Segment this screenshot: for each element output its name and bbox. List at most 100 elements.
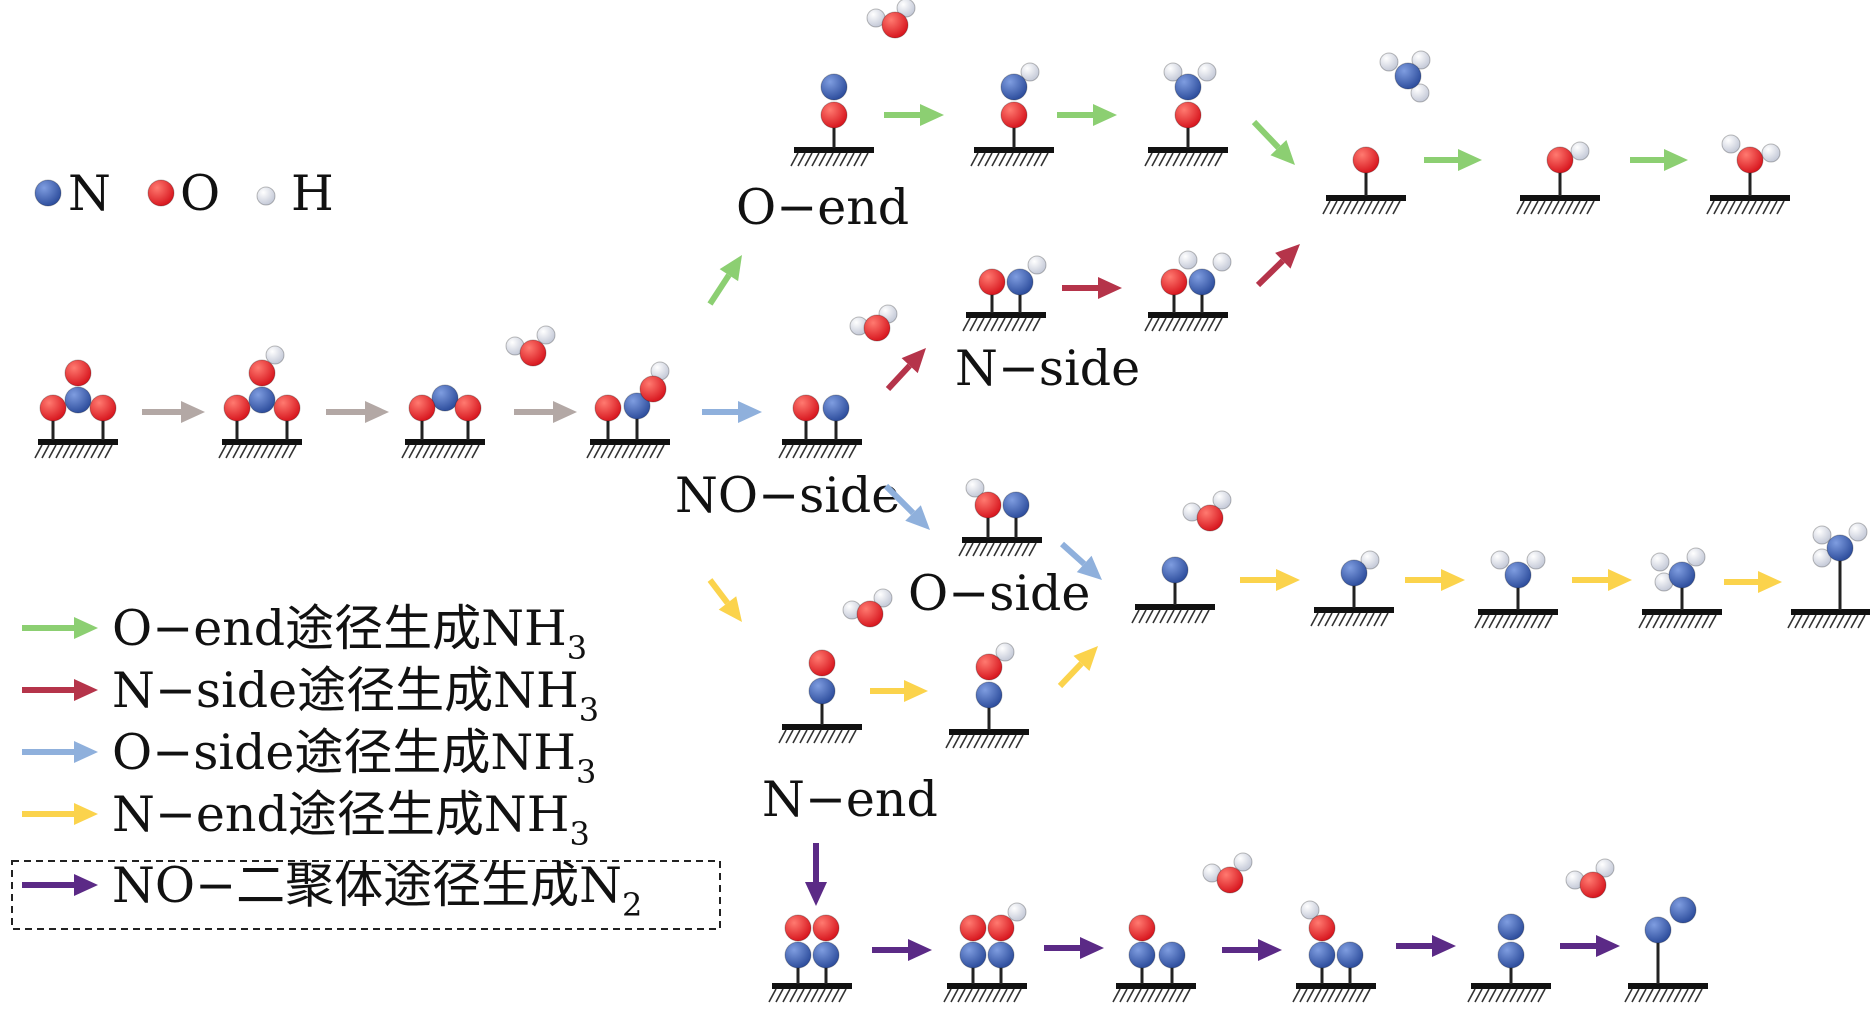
hydrogen-atom	[1686, 547, 1706, 567]
arrow-head	[74, 803, 98, 825]
arrow-head	[1076, 555, 1102, 580]
arrow-head	[1432, 935, 1456, 957]
catalyst-surface	[1144, 147, 1228, 167]
o-end-label: O−end	[736, 179, 909, 236]
n-side-arrow-icon	[22, 679, 98, 701]
arrow-head	[1098, 277, 1122, 299]
arrow-head	[1608, 569, 1632, 591]
oxygen-atom	[1000, 101, 1028, 129]
legend-item-o-side: O−side途径生成NH3	[22, 724, 596, 791]
o-end-species-1	[790, 73, 874, 167]
nitrogen-atom	[1668, 561, 1696, 589]
oxygen-atom	[1174, 101, 1202, 129]
arrow-head	[738, 401, 762, 423]
arrow-head	[901, 348, 926, 374]
no-dimer-arrow	[1044, 937, 1104, 959]
catalyst-surface	[768, 983, 852, 1003]
arrow-head	[74, 679, 98, 701]
legend-label-n-end: N−end途径生成NH	[112, 786, 569, 843]
oxygen-atom	[987, 914, 1015, 942]
catalyst-surface	[586, 439, 670, 459]
adsorbed-no3-species	[34, 359, 118, 459]
catalyst-surface	[1144, 312, 1228, 332]
oxygen-atom	[856, 600, 884, 628]
oxygen-atom	[89, 394, 117, 422]
reaction-arrow	[514, 401, 577, 423]
oxygen-atom	[248, 359, 276, 387]
catalyst-surface	[218, 439, 302, 459]
oxygen-atom	[820, 101, 848, 129]
n-side-species-1	[962, 255, 1047, 332]
no-dimer-arrow	[1396, 935, 1456, 957]
adsorbed-n-species	[1131, 556, 1215, 624]
hydrogen-atom	[1650, 552, 1670, 572]
legend-label-o-end: O−end途径生成NH	[112, 600, 567, 657]
arrow-head	[74, 617, 98, 639]
hydrogen-atom	[1595, 858, 1615, 878]
oxygen-atom	[1736, 146, 1764, 174]
nitrogen-atom	[64, 386, 92, 414]
nitrogen-atom	[808, 677, 836, 705]
n-end-label: N−end	[762, 771, 938, 828]
nitrogen-atom	[1161, 556, 1189, 584]
nitrogen-atom	[820, 73, 848, 101]
hydrogen-atom	[1007, 902, 1027, 922]
nitrogen-atom	[1644, 916, 1672, 944]
nitrogen-atom	[248, 386, 276, 414]
svg-text:O−side途径生成NH3: O−side途径生成NH3	[112, 724, 596, 791]
arrow-shaft	[1251, 119, 1281, 150]
legend-item-n-end: N−end途径生成NH3	[22, 786, 590, 853]
o-end-arrow	[1251, 119, 1295, 165]
hydrogen-atom	[896, 0, 916, 18]
oxygen-atom	[974, 491, 1002, 519]
atom-legend-h: H	[291, 165, 334, 222]
arrow-head	[719, 255, 742, 282]
no-dimer-arrow-icon	[22, 874, 98, 896]
arrow-head	[1758, 571, 1782, 593]
n-end-arrow-icon	[22, 803, 98, 825]
oxygen-atom	[1579, 871, 1607, 899]
nitrogen-atom	[1826, 534, 1854, 562]
released-water-molecule	[1182, 490, 1232, 532]
arrow-head	[920, 104, 944, 126]
catalyst-surface	[970, 147, 1054, 167]
oxygen-atom	[975, 653, 1003, 681]
catalyst-surface	[778, 724, 862, 744]
oxygen-atom	[639, 375, 667, 403]
oxygen-atom	[1352, 146, 1380, 174]
adsorbed-water-species	[1706, 134, 1790, 215]
n-end-arrow	[1057, 646, 1098, 689]
n-end-arrow	[1240, 569, 1300, 591]
adsorbed-nh2-species	[1474, 550, 1558, 629]
nitrogen-atom	[1158, 941, 1186, 969]
no-dimer-species-1	[768, 914, 852, 1003]
adsorbed-no-side-species	[778, 394, 862, 459]
o-end-species-2	[970, 62, 1054, 167]
hydrogen-atom	[1812, 548, 1832, 568]
arrow-shaft	[1057, 661, 1084, 689]
atom-legend-o: O	[180, 165, 220, 222]
oxygen-atom	[519, 339, 547, 367]
nitrogen-atom	[1188, 268, 1216, 296]
released-n2-species	[1624, 896, 1708, 1003]
o-end-arrow	[1057, 104, 1117, 126]
nitrogen-atom	[975, 681, 1003, 709]
oxygen-atom	[881, 11, 909, 39]
no-dimer-branch-arrow	[805, 843, 827, 906]
no-side-label: NO−side	[675, 467, 900, 524]
nitrogen-atom	[822, 394, 850, 422]
nitrogen-atom	[1497, 913, 1525, 941]
n-end-arrow	[1724, 571, 1782, 593]
svg-text:N−end途径生成NH3: N−end途径生成NH3	[112, 786, 590, 853]
no-dimer-arrow	[1560, 935, 1620, 957]
hydrogen-atom	[1197, 62, 1217, 82]
n-side-label: N−side	[955, 340, 1140, 397]
nitrogen-atom	[1504, 561, 1532, 589]
o-side-arrow	[1059, 541, 1102, 580]
arrow-head	[1080, 937, 1104, 959]
catalyst-surface	[962, 312, 1046, 332]
catalyst-surface	[34, 439, 118, 459]
arrow-shaft	[1059, 541, 1087, 567]
arrow-head	[718, 596, 742, 622]
nitrogen-atom	[987, 941, 1015, 969]
